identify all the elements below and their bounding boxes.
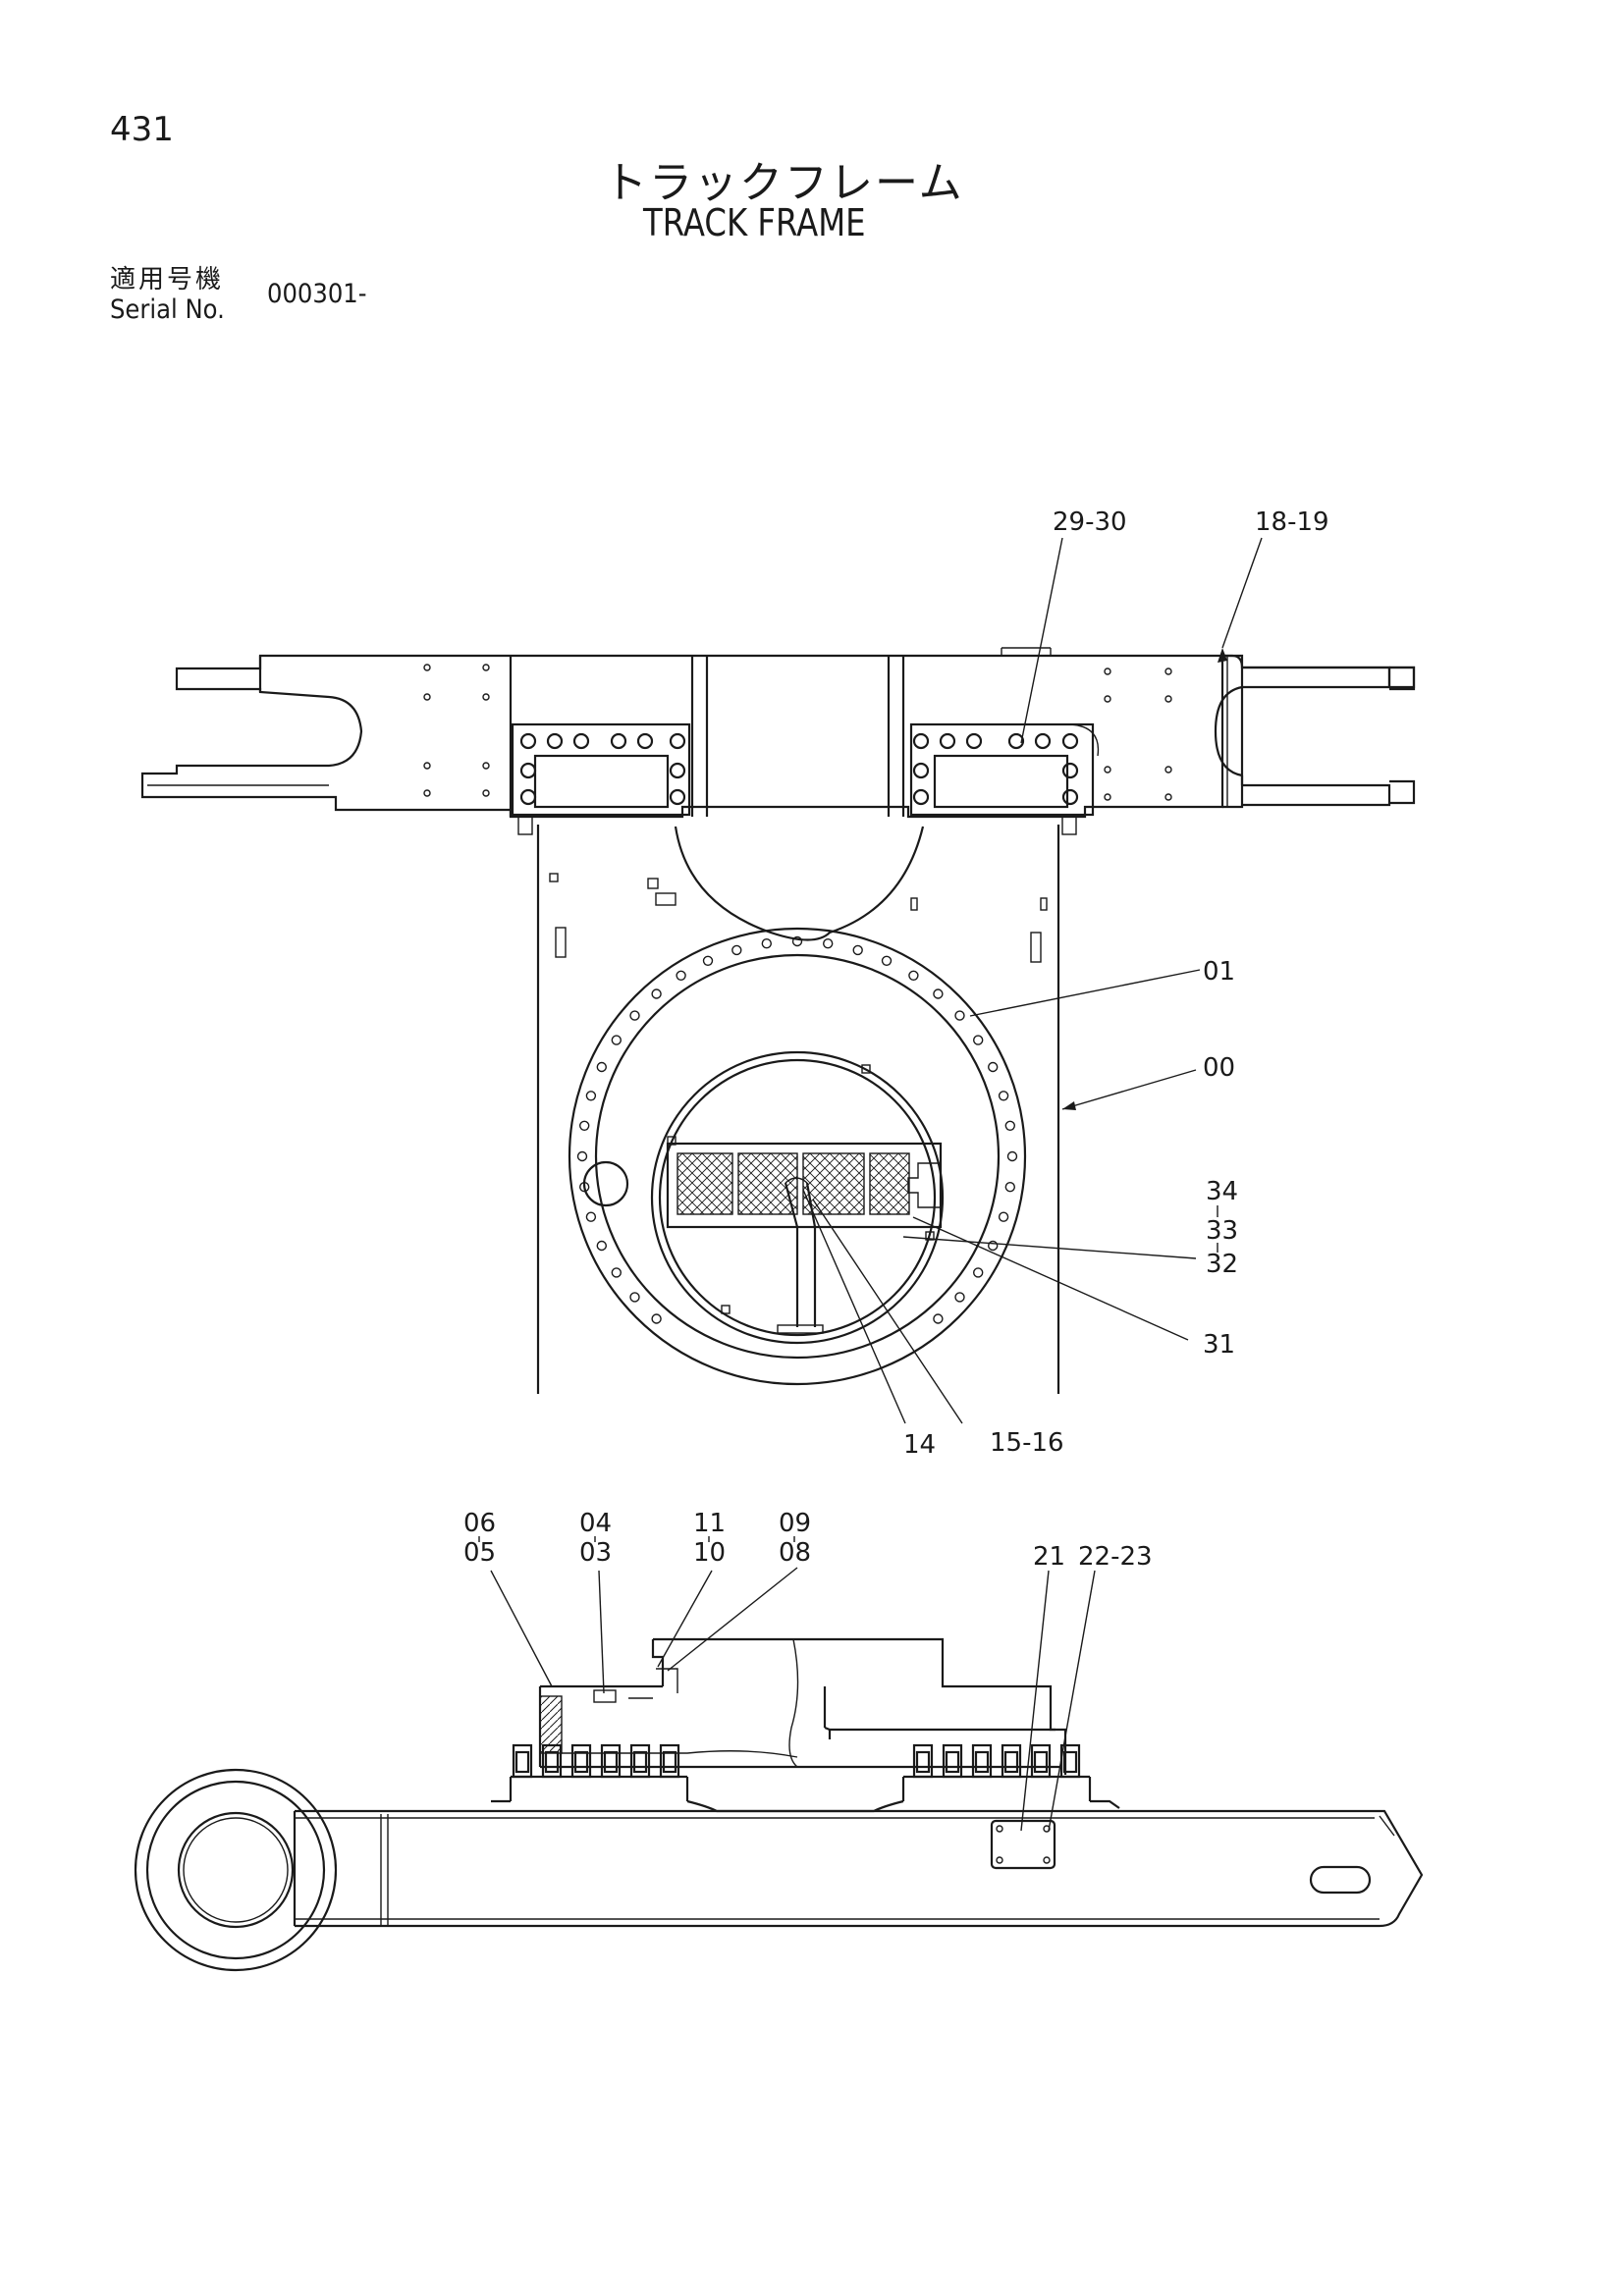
ring-bolt-hole [933, 988, 944, 999]
bolt-shank [573, 1750, 589, 1774]
serial-label-japanese: 適用号機 [110, 265, 225, 294]
callout-09: 09 [779, 1509, 811, 1538]
top-view [140, 647, 1416, 1394]
bolt-shank [915, 1750, 931, 1774]
title-english: TRACK FRAME [643, 201, 866, 244]
ring-bolt-hole [585, 1211, 597, 1222]
ring-bolt-hole [585, 1091, 597, 1101]
ring-bolt-hole [761, 938, 772, 949]
ring-bolt-hole [998, 1091, 1009, 1101]
ring-bolt-hole [823, 938, 834, 949]
ring-bolt-hole [629, 1292, 640, 1303]
bolt-shank [945, 1750, 960, 1774]
callout-08: 08 [779, 1538, 811, 1568]
serial-label-english: Serial No. [110, 294, 225, 325]
ring-bolt-hole [988, 1061, 999, 1073]
ring-bolt-hole [702, 955, 714, 966]
top-arrow-heads [1062, 648, 1227, 1110]
ring-bolt-hole [988, 1240, 999, 1252]
top-leader-lines [802, 537, 1263, 1424]
ring-bolt-hole [954, 1010, 965, 1021]
callout-00: 00 [1203, 1053, 1235, 1083]
serial-number-value: 000301- [267, 279, 367, 309]
callout-15-16: 15-16 [990, 1428, 1064, 1458]
callout-33: 33 [1206, 1216, 1238, 1246]
callout-29-30: 29-30 [1053, 507, 1127, 537]
ring-bolt-hole [1004, 1181, 1016, 1193]
bolt-shank [1003, 1750, 1019, 1774]
bolt-shank [974, 1750, 990, 1774]
ring-bolt-hole [933, 1313, 944, 1324]
bolt-shank [514, 1750, 530, 1774]
ring-bolt-hole [852, 944, 863, 956]
callout-06: 06 [463, 1509, 496, 1538]
ring-bolt-hole [881, 955, 893, 966]
ring-bolt-hole [579, 1120, 590, 1132]
ring-bolt-hole [596, 1240, 607, 1252]
callout-01: 01 [1203, 957, 1235, 987]
ring-bolt-hole [908, 970, 919, 981]
bolt-shank [662, 1750, 677, 1774]
ring-bolt-hole [998, 1211, 1009, 1222]
callout-03: 03 [579, 1538, 612, 1568]
ring-bolt-hole [651, 1313, 662, 1324]
ring-bolt-hole [1006, 1150, 1018, 1162]
callout-14: 14 [903, 1430, 936, 1460]
callout-22-23: 22-23 [1078, 1542, 1153, 1572]
bolt-shank [1062, 1750, 1078, 1774]
ring-bolt-hole [731, 944, 742, 956]
ring-bolt-hole [629, 1010, 640, 1021]
title-japanese: トラックフレーム [604, 158, 964, 208]
side-view [134, 1637, 1424, 1972]
callout-05: 05 [463, 1538, 496, 1568]
callout-10: 10 [693, 1538, 726, 1568]
callout-21: 21 [1033, 1542, 1065, 1572]
ring-bolt-hole [791, 935, 803, 947]
ring-bolt-hole [954, 1292, 965, 1303]
ring-bolt-hole [1004, 1120, 1016, 1132]
ring-bolt-hole [611, 1267, 622, 1278]
ring-bolt-hole [596, 1061, 607, 1073]
bolt-shank [632, 1750, 648, 1774]
ring-bolt-hole [973, 1267, 984, 1278]
callout-11: 11 [693, 1509, 726, 1538]
bolt-shank [544, 1750, 560, 1774]
callout-31: 31 [1203, 1330, 1235, 1360]
ring-bolt-hole [576, 1150, 588, 1162]
callout-34: 34 [1206, 1177, 1238, 1206]
ring-bolt-hole [973, 1035, 984, 1045]
callout-04: 04 [579, 1509, 612, 1538]
ring-bolt-hole [651, 988, 662, 999]
page-number: 431 [110, 110, 174, 149]
ring-bolt-hole [611, 1035, 622, 1045]
bolt-shank [1033, 1750, 1049, 1774]
callout-18-19: 18-19 [1255, 507, 1329, 537]
side-leader-lines [490, 1567, 1096, 1832]
callout-32: 32 [1206, 1250, 1238, 1279]
bolt-shank [603, 1750, 619, 1774]
ring-bolt-hole [676, 970, 686, 981]
